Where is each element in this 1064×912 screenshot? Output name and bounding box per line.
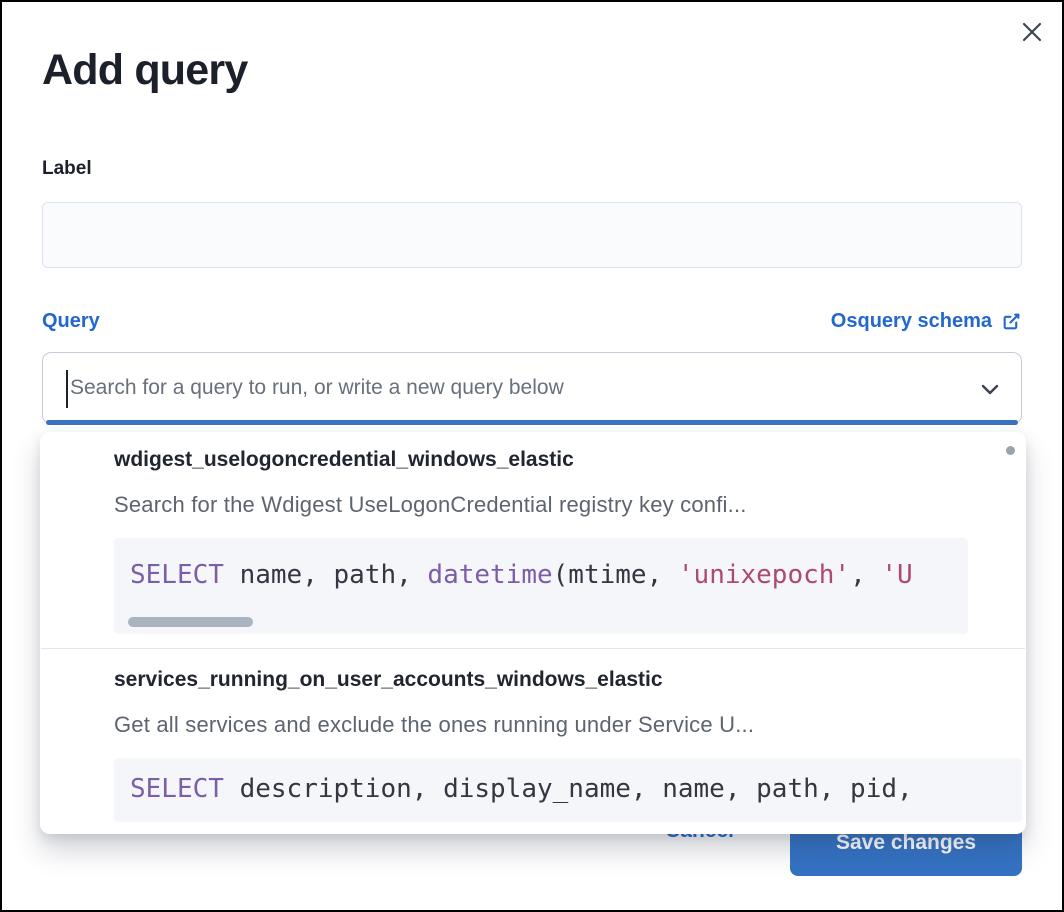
dropdown-scrollbar-thumb[interactable] (1006, 446, 1015, 455)
options-divider (41, 648, 1025, 649)
label-field-label: Label (42, 158, 92, 179)
query-combobox[interactable] (42, 352, 1022, 425)
osquery-schema-link[interactable]: Osquery schema (831, 310, 1022, 333)
option-description: Get all services and exclude the ones ru… (114, 712, 755, 737)
query-options-dropdown: wdigest_uselogoncredential_windows_elast… (40, 432, 1026, 834)
close-button[interactable] (1014, 14, 1050, 50)
option-title: services_running_on_user_accounts_window… (114, 668, 663, 691)
option-code-block: SELECT name, path, datetime(mtime, 'unix… (114, 538, 968, 634)
focus-underline (46, 420, 1018, 425)
code-hscrollbar-thumb[interactable] (128, 617, 253, 627)
option-title: wdigest_uselogoncredential_windows_elast… (114, 448, 574, 471)
option-description: Search for the Wdigest UseLogonCredentia… (114, 492, 747, 517)
option-code-block: SELECT description, display_name, name, … (114, 758, 1022, 822)
label-input[interactable] (42, 202, 1022, 268)
chevron-down-icon (981, 384, 999, 395)
sql-code: SELECT description, display_name, name, … (130, 774, 913, 804)
query-row: Query Osquery schema (42, 310, 1022, 333)
modal-title: Add query (42, 46, 248, 94)
query-combobox-input[interactable] (43, 353, 1021, 423)
text-caret (66, 370, 68, 408)
combobox-toggle[interactable] (977, 376, 1003, 402)
sql-code: SELECT name, path, datetime(mtime, 'unix… (130, 560, 913, 590)
external-link-icon (1003, 313, 1020, 330)
close-icon (1022, 22, 1042, 42)
osquery-schema-link-label: Osquery schema (830, 310, 992, 332)
query-field-label: Query (42, 310, 100, 332)
